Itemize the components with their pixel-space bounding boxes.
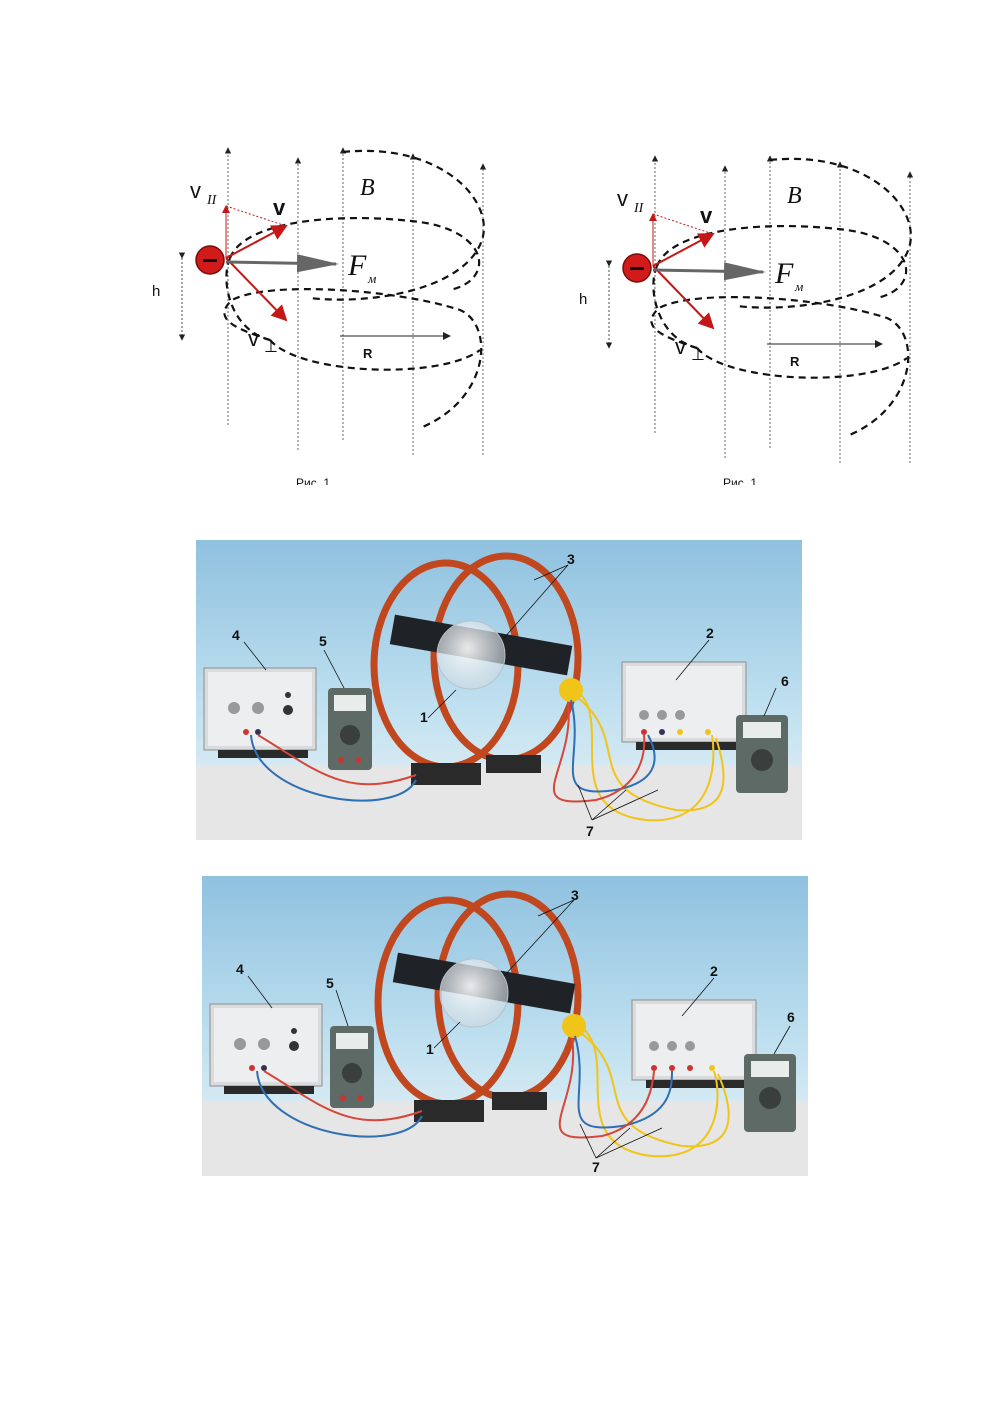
- multimeter-6: [736, 715, 788, 793]
- coil-stand: [411, 763, 481, 785]
- coil-stand: [486, 755, 541, 773]
- v-label: v: [273, 195, 286, 220]
- force-vector: [225, 254, 339, 273]
- force-label: F: [774, 257, 794, 290]
- b-label: B: [787, 183, 802, 209]
- h-label: h: [579, 291, 587, 308]
- power-supply-2: [621, 661, 747, 750]
- callout-2: 2: [710, 963, 718, 979]
- electron: [622, 253, 652, 283]
- helical-trajectory: [650, 157, 912, 438]
- v-vector: [225, 225, 288, 259]
- h-label: h: [152, 283, 160, 300]
- v-vector: [652, 233, 715, 267]
- figure-caption: Рис. 1: [296, 476, 330, 485]
- multimeter-6: [744, 1054, 796, 1132]
- v-perp-label: v: [675, 334, 686, 359]
- callout-7: 7: [586, 823, 594, 839]
- force-vector: [652, 262, 766, 281]
- power-supply-2: [631, 999, 757, 1088]
- figure-caption: Рис. 1: [723, 476, 757, 485]
- multimeter-5: [330, 1026, 374, 1108]
- v-parallel-label: v: [617, 186, 628, 211]
- callout-6: 6: [787, 1009, 795, 1025]
- b-label: B: [360, 175, 375, 201]
- helical-trajectory: [223, 149, 485, 430]
- callout-5: 5: [319, 633, 327, 649]
- force-sub: м: [794, 279, 803, 294]
- callout-7: 7: [592, 1159, 600, 1175]
- v-parallel-sub: II: [633, 201, 645, 216]
- v-perp-label: v: [248, 326, 259, 351]
- magnetic-field-lines: [651, 155, 914, 463]
- callout-1: 1: [426, 1041, 434, 1057]
- electron-tube: [392, 952, 586, 1038]
- callout-4: 4: [232, 627, 240, 643]
- electron-tube: [389, 614, 583, 702]
- callout-3: 3: [567, 551, 575, 567]
- v-perp-sub: ⊥: [264, 339, 278, 356]
- helix-diagram-right: v II v B F м h v ⊥ R Рис. 1: [579, 155, 914, 485]
- v-parallel-label: v: [190, 178, 201, 203]
- v-perp-sub: ⊥: [691, 347, 705, 364]
- power-supply-4: [203, 667, 317, 758]
- force-sub: м: [367, 271, 376, 286]
- v-parallel-sub: II: [206, 193, 218, 208]
- v-label: v: [700, 203, 713, 228]
- magnetic-field-lines: [224, 147, 487, 455]
- coil-stand: [492, 1092, 547, 1110]
- r-label: R: [790, 354, 800, 369]
- callout-1: 1: [420, 709, 428, 725]
- electron: [195, 245, 225, 275]
- r-label: R: [363, 346, 373, 361]
- v-perp-vector: [652, 265, 715, 330]
- callout-2: 2: [706, 625, 714, 641]
- apparatus-photo-2: 1 2 3 4 5 6 7: [202, 876, 808, 1176]
- photo-callouts: [243, 564, 777, 821]
- coil-stand: [414, 1100, 484, 1122]
- callout-6: 6: [781, 673, 789, 689]
- callout-5: 5: [326, 975, 334, 991]
- connection-wires-7: [256, 1025, 730, 1158]
- power-supply-4: [209, 1003, 323, 1094]
- apparatus-photo-1: 1 2 3 4 5 6 7: [196, 540, 802, 840]
- force-label: F: [347, 249, 367, 282]
- photo-callouts: [247, 899, 791, 1159]
- callout-3: 3: [571, 887, 579, 903]
- callout-4: 4: [236, 961, 244, 977]
- multimeter-5: [328, 688, 372, 770]
- v-perp-vector: [225, 257, 288, 322]
- connection-wires-7: [250, 689, 725, 822]
- helix-diagram-left: v II v B F м h v ⊥ R Рис. 1: [152, 147, 487, 485]
